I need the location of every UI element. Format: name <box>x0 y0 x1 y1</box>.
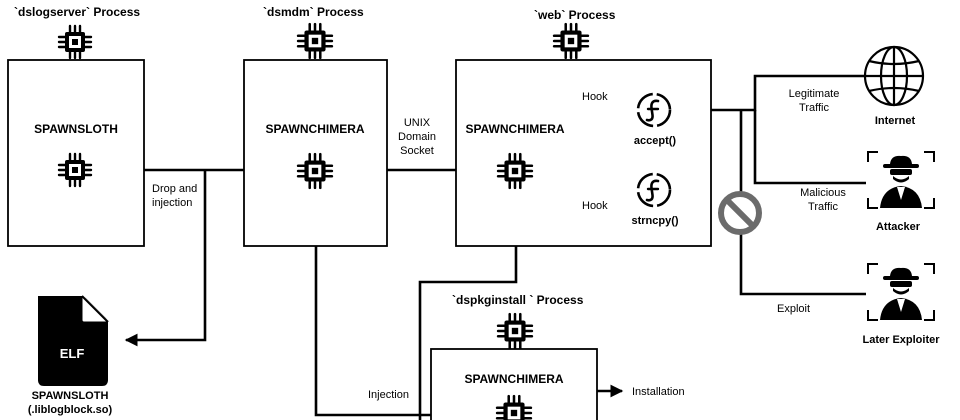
web-process: `web` Process SPAWNCHIMERA Hook accept()… <box>455 8 712 247</box>
hook-label-strncpy: Hook <box>582 200 608 212</box>
strncpy-label: strncpy() <box>631 215 678 227</box>
dslogserver-component-label: SPAWNSLOTH <box>34 122 118 136</box>
cpu-chip-icon <box>552 22 590 60</box>
internet-actor: Internet <box>863 45 925 127</box>
legitimate-traffic-line <box>741 74 866 112</box>
injection-label: Injection <box>368 389 409 401</box>
elf-name-line1: SPAWNSLOTH <box>32 390 109 402</box>
cpu-chip-icon <box>496 312 534 350</box>
drop-label-line2: injection <box>152 197 192 209</box>
dslogserver-title: `dslogserver` Process <box>14 5 140 19</box>
installation-label: Installation <box>632 386 685 398</box>
later-exploiter-actor: Later Exploiter <box>862 263 940 346</box>
drop-to-elf-arrow <box>124 170 207 347</box>
dsmdm-component-label: SPAWNCHIMERA <box>265 122 364 136</box>
dslogserver-process: `dslogserver` Process SPAWNSLOTH <box>7 5 145 247</box>
accept-label: accept() <box>634 135 677 147</box>
dspkginstall-process: `dspkginstall ` Process SPAWNCHIMERA <box>430 293 598 420</box>
later-exploiter-label: Later Exploiter <box>862 334 940 346</box>
malicious-label-line1: Malicious <box>800 187 846 199</box>
legitimate-label-line1: Legitimate <box>789 88 840 100</box>
edge-labels: UNIX Domain Socket Drop and injection In… <box>152 88 846 401</box>
globe-icon <box>863 45 925 107</box>
dslogserver-box <box>7 59 145 247</box>
internet-label: Internet <box>875 115 916 127</box>
web-box <box>455 59 712 247</box>
spy-icon <box>867 263 935 321</box>
cpu-chip-icon <box>57 24 93 60</box>
drop-label-line1: Drop and <box>152 183 197 195</box>
dsmdm-title: `dsmdm` Process <box>263 5 364 19</box>
legitimate-label-line2: Traffic <box>799 102 829 114</box>
elf-file: ELF SPAWNSLOTH (.liblogblock.so) <box>28 295 113 416</box>
unix-label-line1: UNIX <box>404 117 431 129</box>
exploit-line <box>739 110 866 296</box>
file-icon <box>38 295 109 386</box>
exploit-label: Exploit <box>777 303 810 315</box>
hook-label-accept: Hook <box>582 91 608 103</box>
spy-icon <box>867 151 935 209</box>
unix-label-line2: Domain <box>398 131 436 143</box>
dsmdm-process: `dsmdm` Process SPAWNCHIMERA <box>243 5 388 247</box>
web-title: `web` Process <box>534 8 616 22</box>
web-component-label: SPAWNCHIMERA <box>465 122 564 136</box>
malicious-label-line2: Traffic <box>808 201 838 213</box>
malicious-traffic-line <box>753 110 866 185</box>
elf-name-line2: (.liblogblock.so) <box>28 404 113 416</box>
attacker-actor: Attacker <box>867 151 935 233</box>
attacker-label: Attacker <box>876 221 921 233</box>
elf-type-label: ELF <box>60 346 85 361</box>
dspkginstall-component-label: SPAWNCHIMERA <box>464 372 563 386</box>
dspkginstall-title: `dspkginstall ` Process <box>452 293 584 307</box>
unix-label-line3: Socket <box>400 145 434 157</box>
cpu-chip-icon <box>296 22 334 60</box>
blocked-icon <box>718 191 762 235</box>
